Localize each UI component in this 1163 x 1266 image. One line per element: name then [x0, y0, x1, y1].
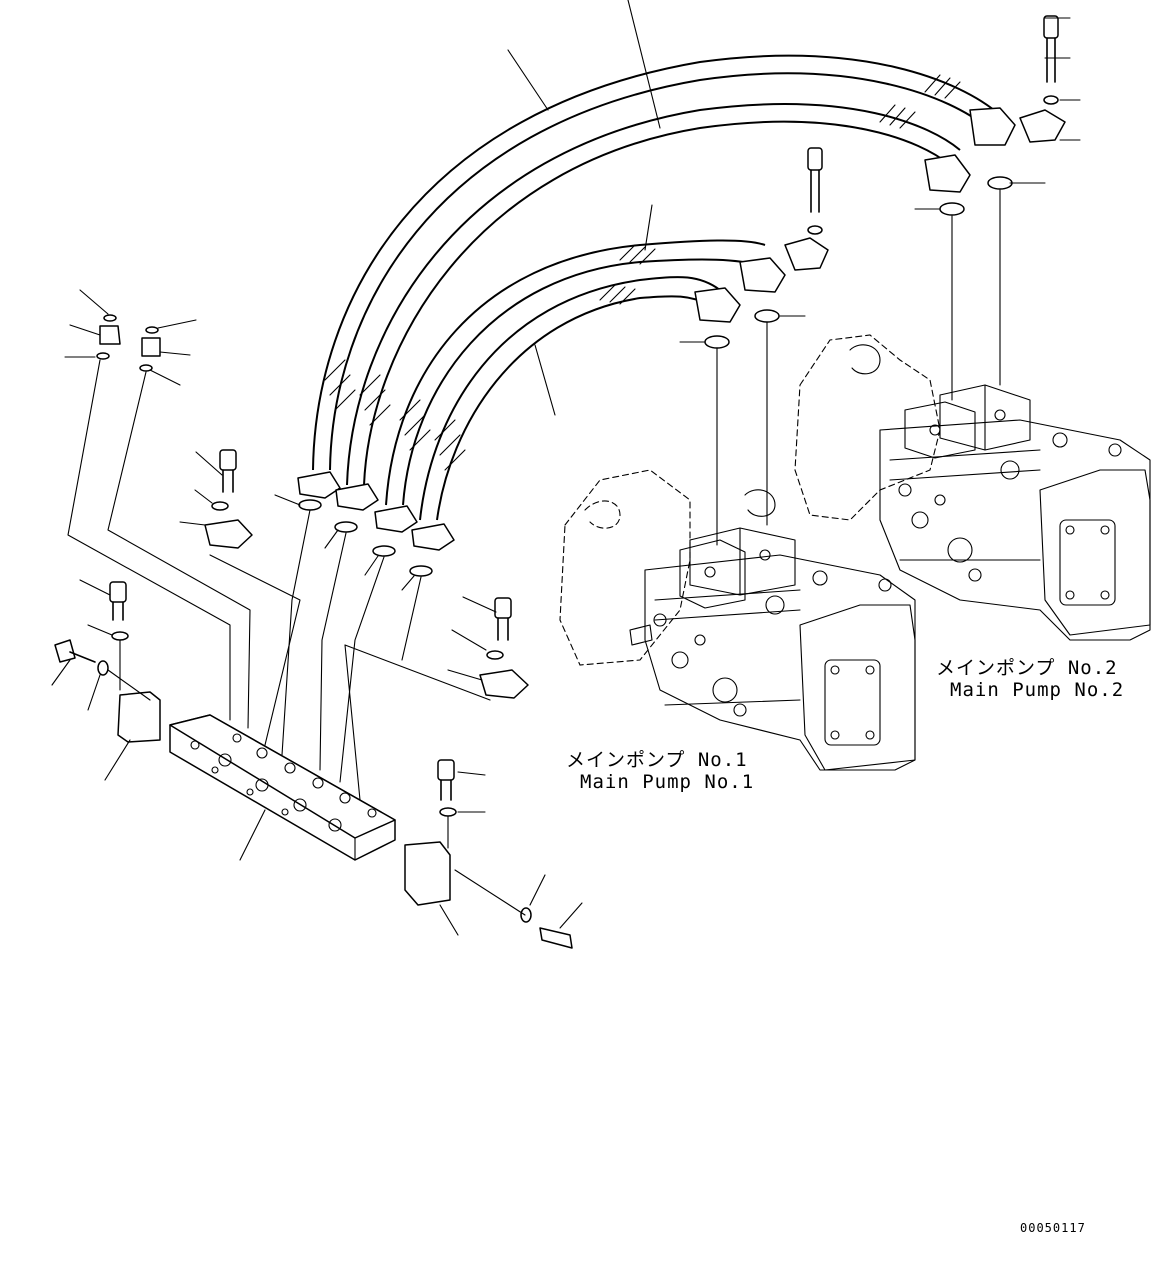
pump-flange-hardware [704, 15, 1066, 546]
pump1-label-english: Main Pump No.1 [580, 771, 755, 793]
pump2-label-japanese: メインポンプ No.2 [936, 657, 1118, 679]
leader-lines [51, 0, 1081, 936]
pump1-label-japanese: メインポンプ No.1 [566, 749, 748, 771]
high-pressure-hoses [297, 54, 1016, 551]
main-pump-no1 [559, 469, 916, 771]
drawing-code: 00050117 [1020, 1221, 1086, 1235]
pump2-label-english: Main Pump No.2 [950, 679, 1125, 701]
manifold-hardware [54, 314, 573, 949]
main-pump-no2 [794, 334, 1151, 641]
